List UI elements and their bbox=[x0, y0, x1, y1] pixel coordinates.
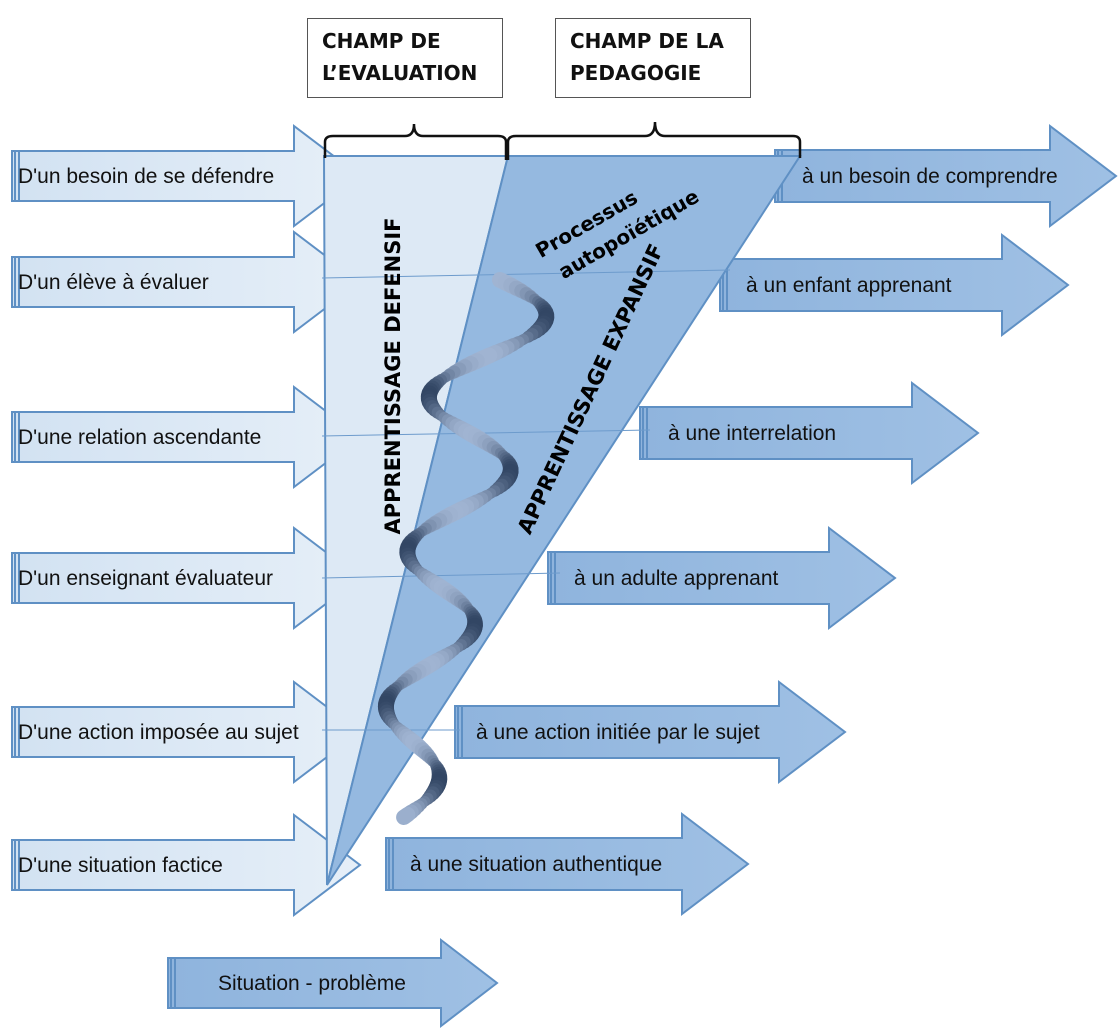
right-6-arrow-tail-stripe bbox=[388, 839, 390, 889]
right-1-arrow-shape bbox=[774, 123, 1118, 229]
evaluation-brace bbox=[323, 123, 508, 160]
right-5-arrow-tail-stripe bbox=[461, 707, 463, 757]
left-5-arrow-tail-stripe bbox=[18, 708, 20, 756]
right-5-arrow-label: à une action initiée par le sujet bbox=[476, 721, 760, 744]
left-4-arrow: D'un enseignant évaluateur bbox=[11, 525, 362, 631]
left-4-arrow-label: D'un enseignant évaluateur bbox=[18, 567, 273, 590]
left-3-arrow-tail-stripe bbox=[14, 413, 16, 461]
right-3-arrow-label: à une interrelation bbox=[668, 422, 836, 445]
evaluation-field-box: CHAMP DE L’EVALUATION bbox=[307, 18, 503, 98]
right-4-arrow-tail-stripe bbox=[554, 553, 556, 603]
bottom-arrow-group: Situation - problème bbox=[167, 937, 499, 1028]
left-4-arrow-tail-stripe bbox=[18, 554, 20, 602]
right-2-arrow-tail-stripe bbox=[722, 260, 724, 310]
right-5-arrow-tail-stripe bbox=[457, 707, 459, 757]
left-3-arrow-tail-stripe bbox=[18, 413, 20, 461]
right-3-arrow: à une interrelation bbox=[639, 380, 980, 486]
left-2-arrow: D'un élève à évaluer bbox=[11, 229, 362, 335]
right-5-arrow: à une action initiée par le sujet bbox=[454, 679, 847, 785]
left-2-arrow-label: D'un élève à évaluer bbox=[18, 271, 209, 294]
expansif-triangle bbox=[326, 155, 802, 886]
right-6-arrow-label: à une situation authentique bbox=[410, 853, 662, 876]
bottom-arrow-label: Situation - problème bbox=[218, 972, 406, 995]
right-6-arrow-tail-stripe bbox=[392, 839, 394, 889]
connector-lines bbox=[321, 269, 731, 731]
right-4-arrow: à un adulte apprenant bbox=[547, 525, 897, 631]
pedagogie-field-box: CHAMP DE LA PEDAGOGIE bbox=[555, 18, 751, 98]
right-6-arrow: à une situation authentique bbox=[385, 811, 750, 917]
left-6-arrow-tail-stripe bbox=[14, 841, 16, 889]
left-6-arrow-label: D'une situation factice bbox=[18, 854, 223, 877]
right-3-arrow-shape bbox=[639, 380, 980, 486]
left-1-arrow-label: D'un besoin de se défendre bbox=[18, 165, 274, 188]
right-4-arrow-tail-stripe bbox=[550, 553, 552, 603]
evaluation-field-line1: CHAMP DE bbox=[322, 29, 441, 53]
pedagogie-brace bbox=[506, 121, 802, 160]
spiral-segment bbox=[396, 806, 416, 826]
right-4-arrow-label: à un adulte apprenant bbox=[574, 567, 779, 590]
bottom-arrow-tail-stripe bbox=[170, 959, 172, 1007]
defensif-label: APPRENTISSAGE DEFENSIF bbox=[381, 217, 405, 534]
left-6-arrow-shape bbox=[11, 812, 362, 918]
left-4-arrow-tail-stripe bbox=[14, 554, 16, 602]
bottom-arrow-shape bbox=[167, 937, 499, 1028]
bottom-arrow-tail-stripe bbox=[174, 959, 176, 1007]
right-2-arrow: à un enfant apprenant bbox=[719, 232, 1070, 338]
left-2-arrow-tail-stripe bbox=[14, 258, 16, 306]
right-6-arrow-shape bbox=[385, 811, 750, 917]
left-5-arrow-label: D'une action imposée au sujet bbox=[18, 721, 299, 744]
right-2-arrow-tail-stripe bbox=[726, 260, 728, 310]
right-2-arrow-shape bbox=[719, 232, 1070, 338]
right-1-arrow: à un besoin de comprendre bbox=[774, 123, 1118, 229]
left-6-arrow: D'une situation factice bbox=[11, 812, 362, 918]
right-arrow-group: à un besoin de comprendre à un enfant app… bbox=[385, 123, 1118, 917]
autopoietic-spiral-icon bbox=[377, 272, 555, 826]
left-3-arrow: D'une relation ascendante bbox=[11, 384, 362, 490]
left-2-arrow-tail-stripe bbox=[18, 258, 20, 306]
right-3-arrow-tail-stripe bbox=[646, 408, 648, 458]
pedagogie-field-line1: CHAMP DE LA bbox=[570, 29, 724, 53]
left-1-arrow-tail-stripe bbox=[18, 152, 20, 200]
right-1-arrow-label: à un besoin de comprendre bbox=[802, 165, 1058, 188]
left-1-arrow: D'un besoin de se défendre bbox=[11, 123, 362, 229]
bottom-arrow: Situation - problème bbox=[167, 937, 499, 1028]
right-5-arrow-shape bbox=[454, 679, 847, 785]
left-1-arrow-tail-stripe bbox=[14, 152, 16, 200]
right-2-arrow-label: à un enfant apprenant bbox=[746, 274, 952, 297]
right-4-arrow-shape bbox=[547, 525, 897, 631]
evaluation-field-line2: L’EVALUATION bbox=[322, 61, 478, 85]
right-3-arrow-tail-stripe bbox=[642, 408, 644, 458]
pedagogie-field-line2: PEDAGOGIE bbox=[570, 61, 702, 85]
left-5-arrow-tail-stripe bbox=[14, 708, 16, 756]
left-3-arrow-label: D'une relation ascendante bbox=[18, 426, 261, 449]
left-5-arrow: D'une action imposée au sujet bbox=[11, 679, 362, 785]
left-6-arrow-tail-stripe bbox=[18, 841, 20, 889]
